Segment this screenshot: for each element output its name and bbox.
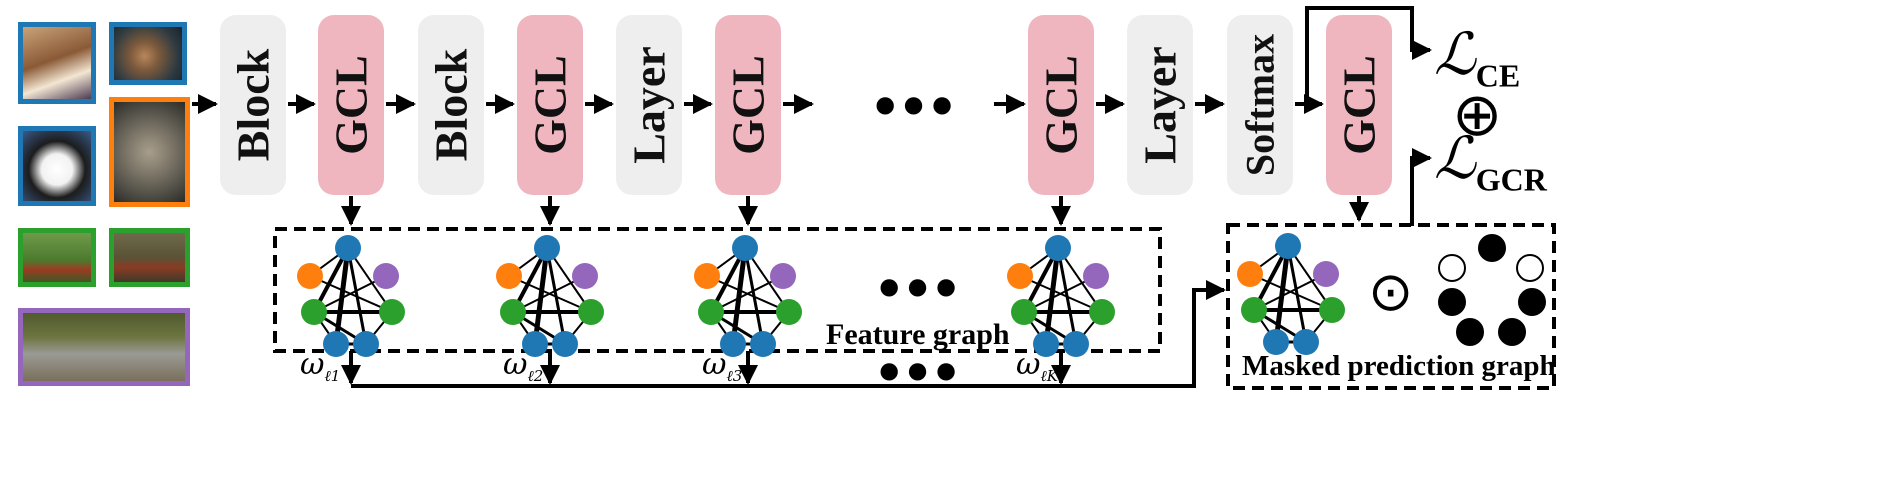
- masked-prediction-box: [1226, 223, 1556, 390]
- mask-node: [1498, 318, 1526, 346]
- koala-thumbnail: [18, 308, 190, 386]
- feature-graph-caption: Feature graph: [826, 318, 1010, 351]
- weight-1-sub: ℓ1: [324, 367, 341, 385]
- feature-graph-1: [297, 235, 405, 357]
- loss-ce-symbol: ℒ: [1434, 20, 1476, 88]
- feature-graph-1-node: [323, 331, 349, 357]
- oplus-symbol: ⊕: [1452, 80, 1503, 150]
- loss-gcr-sub: GCR: [1475, 161, 1547, 198]
- feature-graph-k-node: [1063, 331, 1089, 357]
- feature-graph-3-node: [770, 263, 796, 289]
- feature-graph-3-edge: [710, 275, 784, 313]
- masked-graph-structure-node: [1263, 329, 1289, 355]
- feature-graph-2-edge: [512, 275, 586, 313]
- mask-node: [1516, 254, 1544, 282]
- masked-graph-structure-node: [1313, 261, 1339, 287]
- mask-node: [1478, 234, 1506, 262]
- feature-graph-2-node: [534, 235, 560, 261]
- feature-graph-k-node: [1089, 299, 1115, 325]
- feature-graph-2-node: [522, 331, 548, 357]
- feature-graph-1-node: [301, 299, 327, 325]
- loss-ce-sub: CE: [1475, 57, 1521, 94]
- masked-graph-structure-node: [1241, 297, 1267, 323]
- mask-node: [1456, 318, 1484, 346]
- graph-ellipsis: •••: [878, 252, 964, 323]
- layer-block-1: Layer: [616, 15, 682, 195]
- dog-chin-thumbnail: [18, 126, 96, 206]
- gcl-block-k: GCL: [1028, 15, 1094, 195]
- feature-graph-3-node: [698, 299, 724, 325]
- masked-graph-structure-node: [1293, 329, 1319, 355]
- mask-pattern: [1438, 234, 1546, 346]
- masked-graph-structure-edge: [1253, 273, 1327, 311]
- hadamard-symbol: ⊙: [1368, 260, 1414, 323]
- feature-graph-3: [694, 235, 802, 357]
- feature-graph-2-node: [552, 331, 578, 357]
- feature-graph-k-node: [1011, 299, 1037, 325]
- feature-graph-1-node: [335, 235, 361, 261]
- loss-gcr: ℒGCR: [1434, 124, 1547, 199]
- arrow-to-ce-loss: [1305, 6, 1432, 104]
- feature-graph-1-node: [373, 263, 399, 289]
- feature-graph-3-node: [720, 331, 746, 357]
- feature-graph-3-node: [776, 299, 802, 325]
- gcl-block-3: GCL: [715, 15, 781, 195]
- weight-2-sub: ℓ2: [527, 367, 544, 385]
- softmax-block: Softmax: [1227, 15, 1293, 195]
- mask-node: [1438, 288, 1466, 316]
- dog-beagle-thumbnail: [18, 22, 96, 104]
- feature-graph-3-node: [694, 263, 720, 289]
- bird-rooster-thumbnail: [109, 228, 190, 287]
- arrow-aggregate-to-mask: [351, 280, 1226, 388]
- feature-graph-2-node: [500, 299, 526, 325]
- feature-graph-k-node: [1033, 331, 1059, 357]
- loss-gcr-symbol: ℒ: [1434, 124, 1476, 192]
- masked-graph-structure-node: [1275, 233, 1301, 259]
- feature-graph-k-node: [1083, 263, 1109, 289]
- feature-graph-k: [1007, 235, 1115, 357]
- feature-graph-2-node: [578, 299, 604, 325]
- masked-graph-structure: [1237, 233, 1345, 355]
- feature-graph-1-edge: [313, 275, 387, 313]
- layer-block-2: Layer: [1127, 15, 1193, 195]
- masked-graph-structure-node: [1319, 297, 1345, 323]
- gcl-block-output: GCL: [1326, 15, 1392, 195]
- bird-pheasant-thumbnail: [18, 228, 96, 287]
- feature-graph-3-node: [750, 331, 776, 357]
- pipeline-ellipsis: •••: [874, 70, 960, 141]
- feature-graph-k-node: [1045, 235, 1071, 261]
- gcl-block-2: GCL: [517, 15, 583, 195]
- feature-graph-box: [273, 227, 1162, 353]
- feature-graph-1-node: [297, 263, 323, 289]
- dog-poodle-thumbnail: [109, 22, 187, 85]
- mask-node: [1518, 288, 1546, 316]
- loss-ce: ℒCE: [1434, 20, 1520, 95]
- cat-thumbnail: [109, 97, 190, 207]
- feature-graph-3-node: [732, 235, 758, 261]
- feature-graph-k-node: [1007, 263, 1033, 289]
- gcl-block-1: GCL: [318, 15, 384, 195]
- graph-group: [297, 233, 1546, 357]
- block-2: Block: [418, 15, 484, 195]
- feature-graph-1-node: [353, 331, 379, 357]
- block-1: Block: [220, 15, 286, 195]
- feature-graph-2: [496, 235, 604, 357]
- masked-graph-structure-node: [1237, 261, 1263, 287]
- feature-graph-k-edge: [1023, 275, 1097, 313]
- mask-node: [1438, 254, 1466, 282]
- feature-graph-1-node: [379, 299, 405, 325]
- masked-graph-caption: Masked prediction graph: [1242, 350, 1556, 382]
- feature-graph-2-node: [572, 263, 598, 289]
- arrow-to-gcr-loss: [1410, 148, 1432, 226]
- feature-graph-2-node: [496, 263, 522, 289]
